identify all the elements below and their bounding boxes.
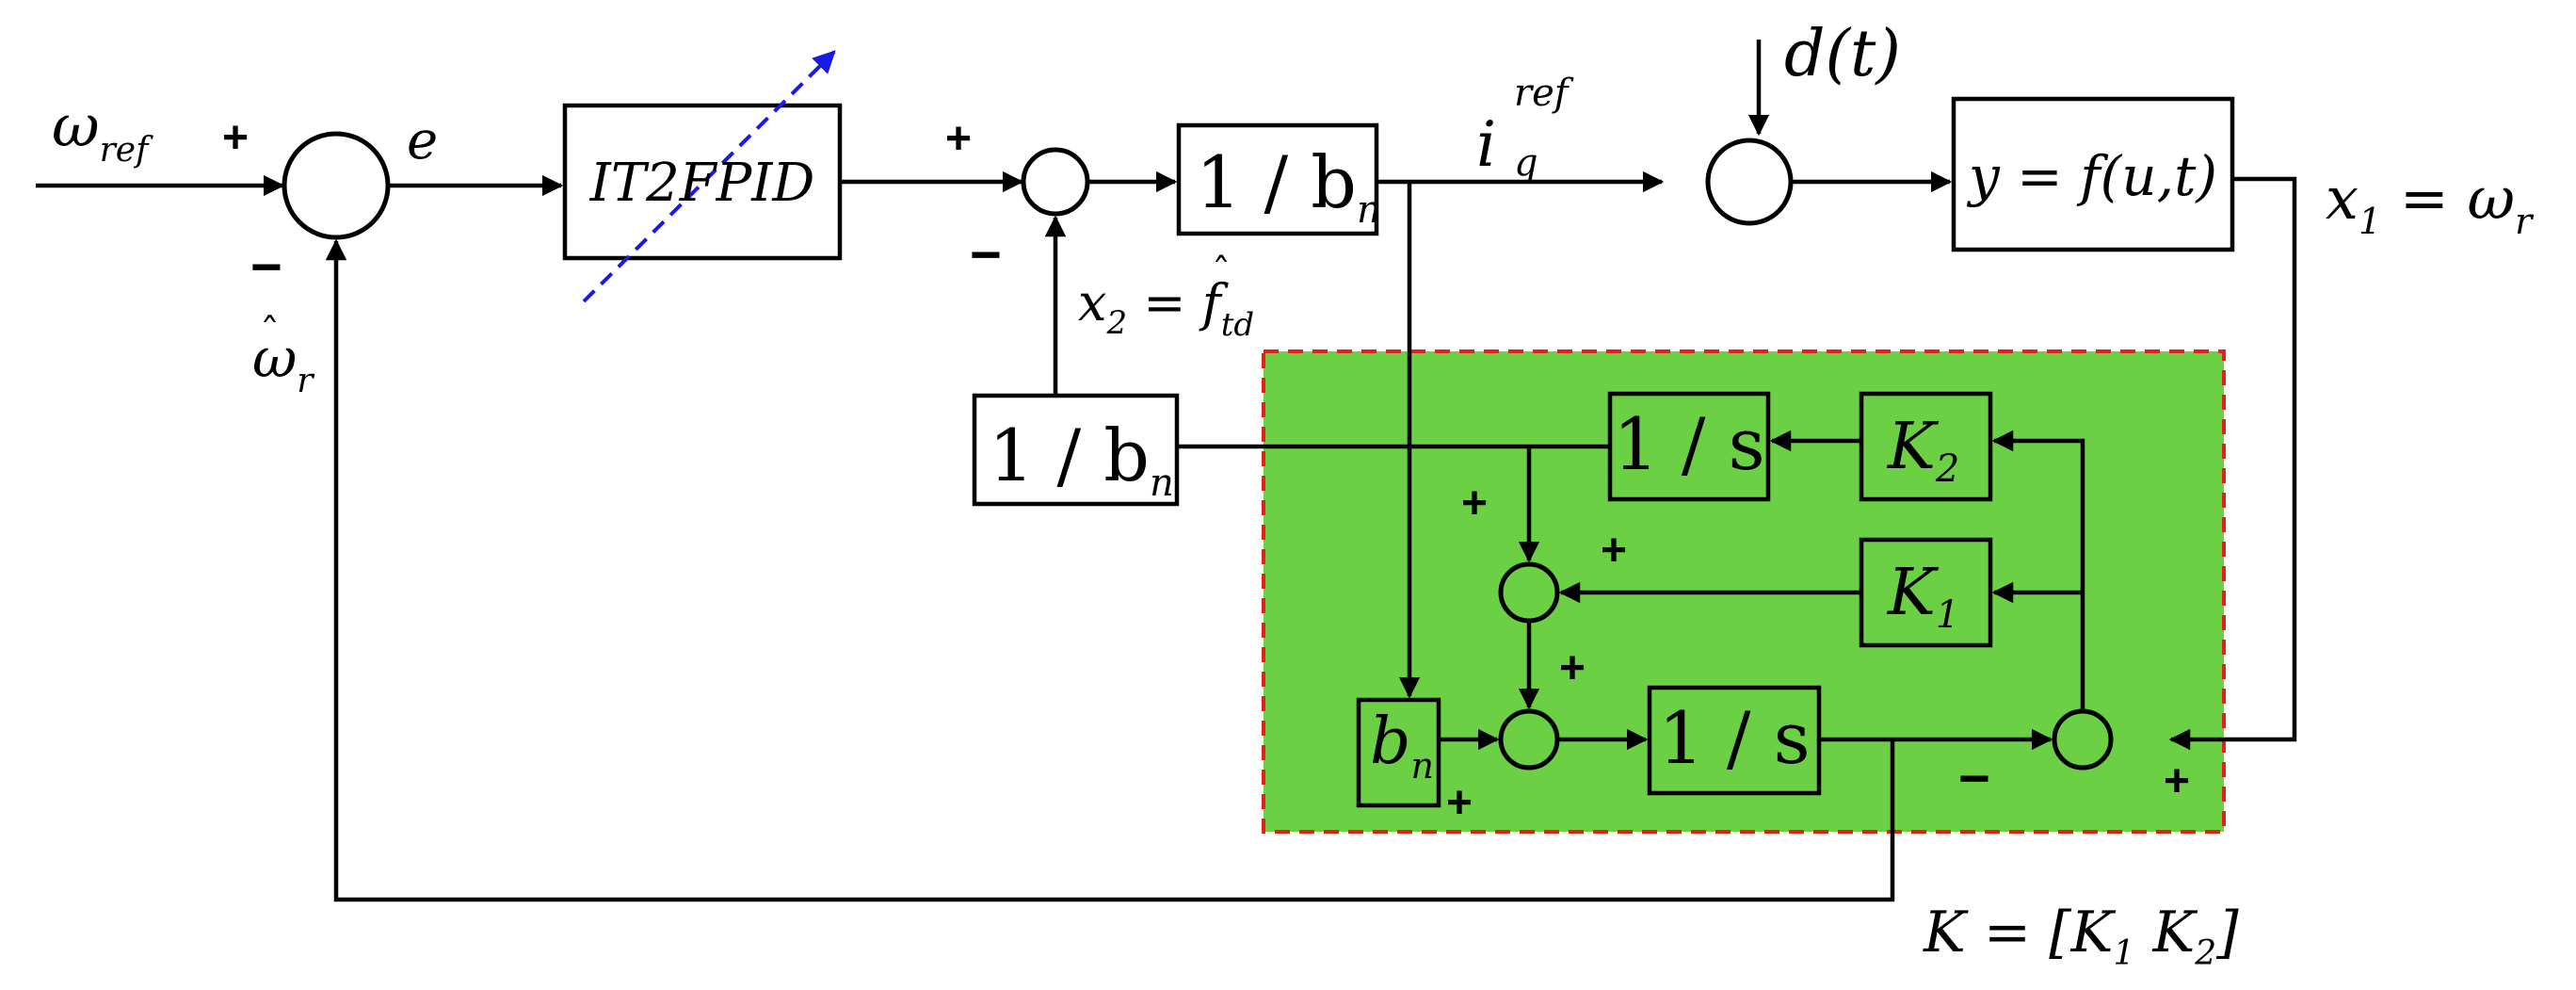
k2-label: K2 <box>1886 410 1959 491</box>
omega-hat-label: ωr <box>252 326 314 400</box>
x1-label: x1 = ωr <box>2326 164 2535 242</box>
iq-ref-sup: ref <box>1514 72 1574 115</box>
gain-vector-label: K = [K1 K2] <box>1923 900 2239 973</box>
wire-omega-hat-feedback <box>325 238 1895 902</box>
inv-bn-main-block <box>1176 122 1379 236</box>
controller-label: IT2FPID <box>589 153 815 214</box>
integrator-top-block <box>1607 391 1771 502</box>
integrator-bottom-block <box>1647 685 1822 796</box>
x2-hat-accent: ˆ <box>1212 252 1231 295</box>
omega-ref-label: ωref <box>52 91 153 170</box>
sum5-plus-bottom-sign: + <box>1446 778 1473 828</box>
error-label: e <box>407 110 438 171</box>
x2-label: x2 = ftd <box>1078 273 1254 344</box>
omega-hat-accent: ˆ <box>260 310 280 356</box>
adaptive-arrow <box>582 50 836 303</box>
sum-junction-2 <box>1021 147 1090 217</box>
inv-bn-feedback-block <box>972 393 1180 507</box>
iq-ref-label: i <box>1476 108 1496 181</box>
sum6-plus-sign: + <box>2164 756 2190 806</box>
sum2-plus-sign: + <box>945 114 972 164</box>
bn-label: bn <box>1370 705 1434 787</box>
integrator-bottom-label: 1 / s <box>1658 696 1810 780</box>
sum-junction-5 <box>1498 708 1560 771</box>
disturbance-label: d(t) <box>1784 17 1901 91</box>
sum4-plus-right-sign: + <box>1601 526 1627 576</box>
wire-sum6-to-k2 <box>1991 430 2085 711</box>
plant-block <box>1951 96 2235 252</box>
controller-block <box>562 103 843 261</box>
inv-bn-feedback-label: 1 / bn <box>989 414 1174 505</box>
sum4-plus-top-sign: + <box>1461 479 1488 528</box>
bn-block <box>1356 697 1441 808</box>
sum-junction-6 <box>2052 708 2114 771</box>
sum-junction-1 <box>282 131 391 240</box>
sum1-plus-sign: + <box>222 113 249 163</box>
k2-block <box>1859 391 1993 502</box>
sum-junction-3 <box>1705 138 1794 226</box>
sum-junction-4 <box>1498 561 1560 624</box>
inv-bn-main-label: 1 / bn <box>1196 140 1381 232</box>
wire-plant-out <box>2168 176 2297 751</box>
sum5-plus-top-sign: + <box>1559 643 1586 693</box>
sum6-minus-sign: − <box>1958 748 1990 809</box>
sum1-minus-sign: − <box>250 236 282 298</box>
sum2-minus-sign: − <box>970 224 1002 285</box>
k1-block <box>1859 537 1993 648</box>
k1-label: K1 <box>1886 556 1959 637</box>
integrator-top-label: 1 / s <box>1613 402 1764 486</box>
plant-label: y = f(u,t) <box>1966 144 2217 208</box>
iq-ref-sub: q <box>1514 141 1538 185</box>
